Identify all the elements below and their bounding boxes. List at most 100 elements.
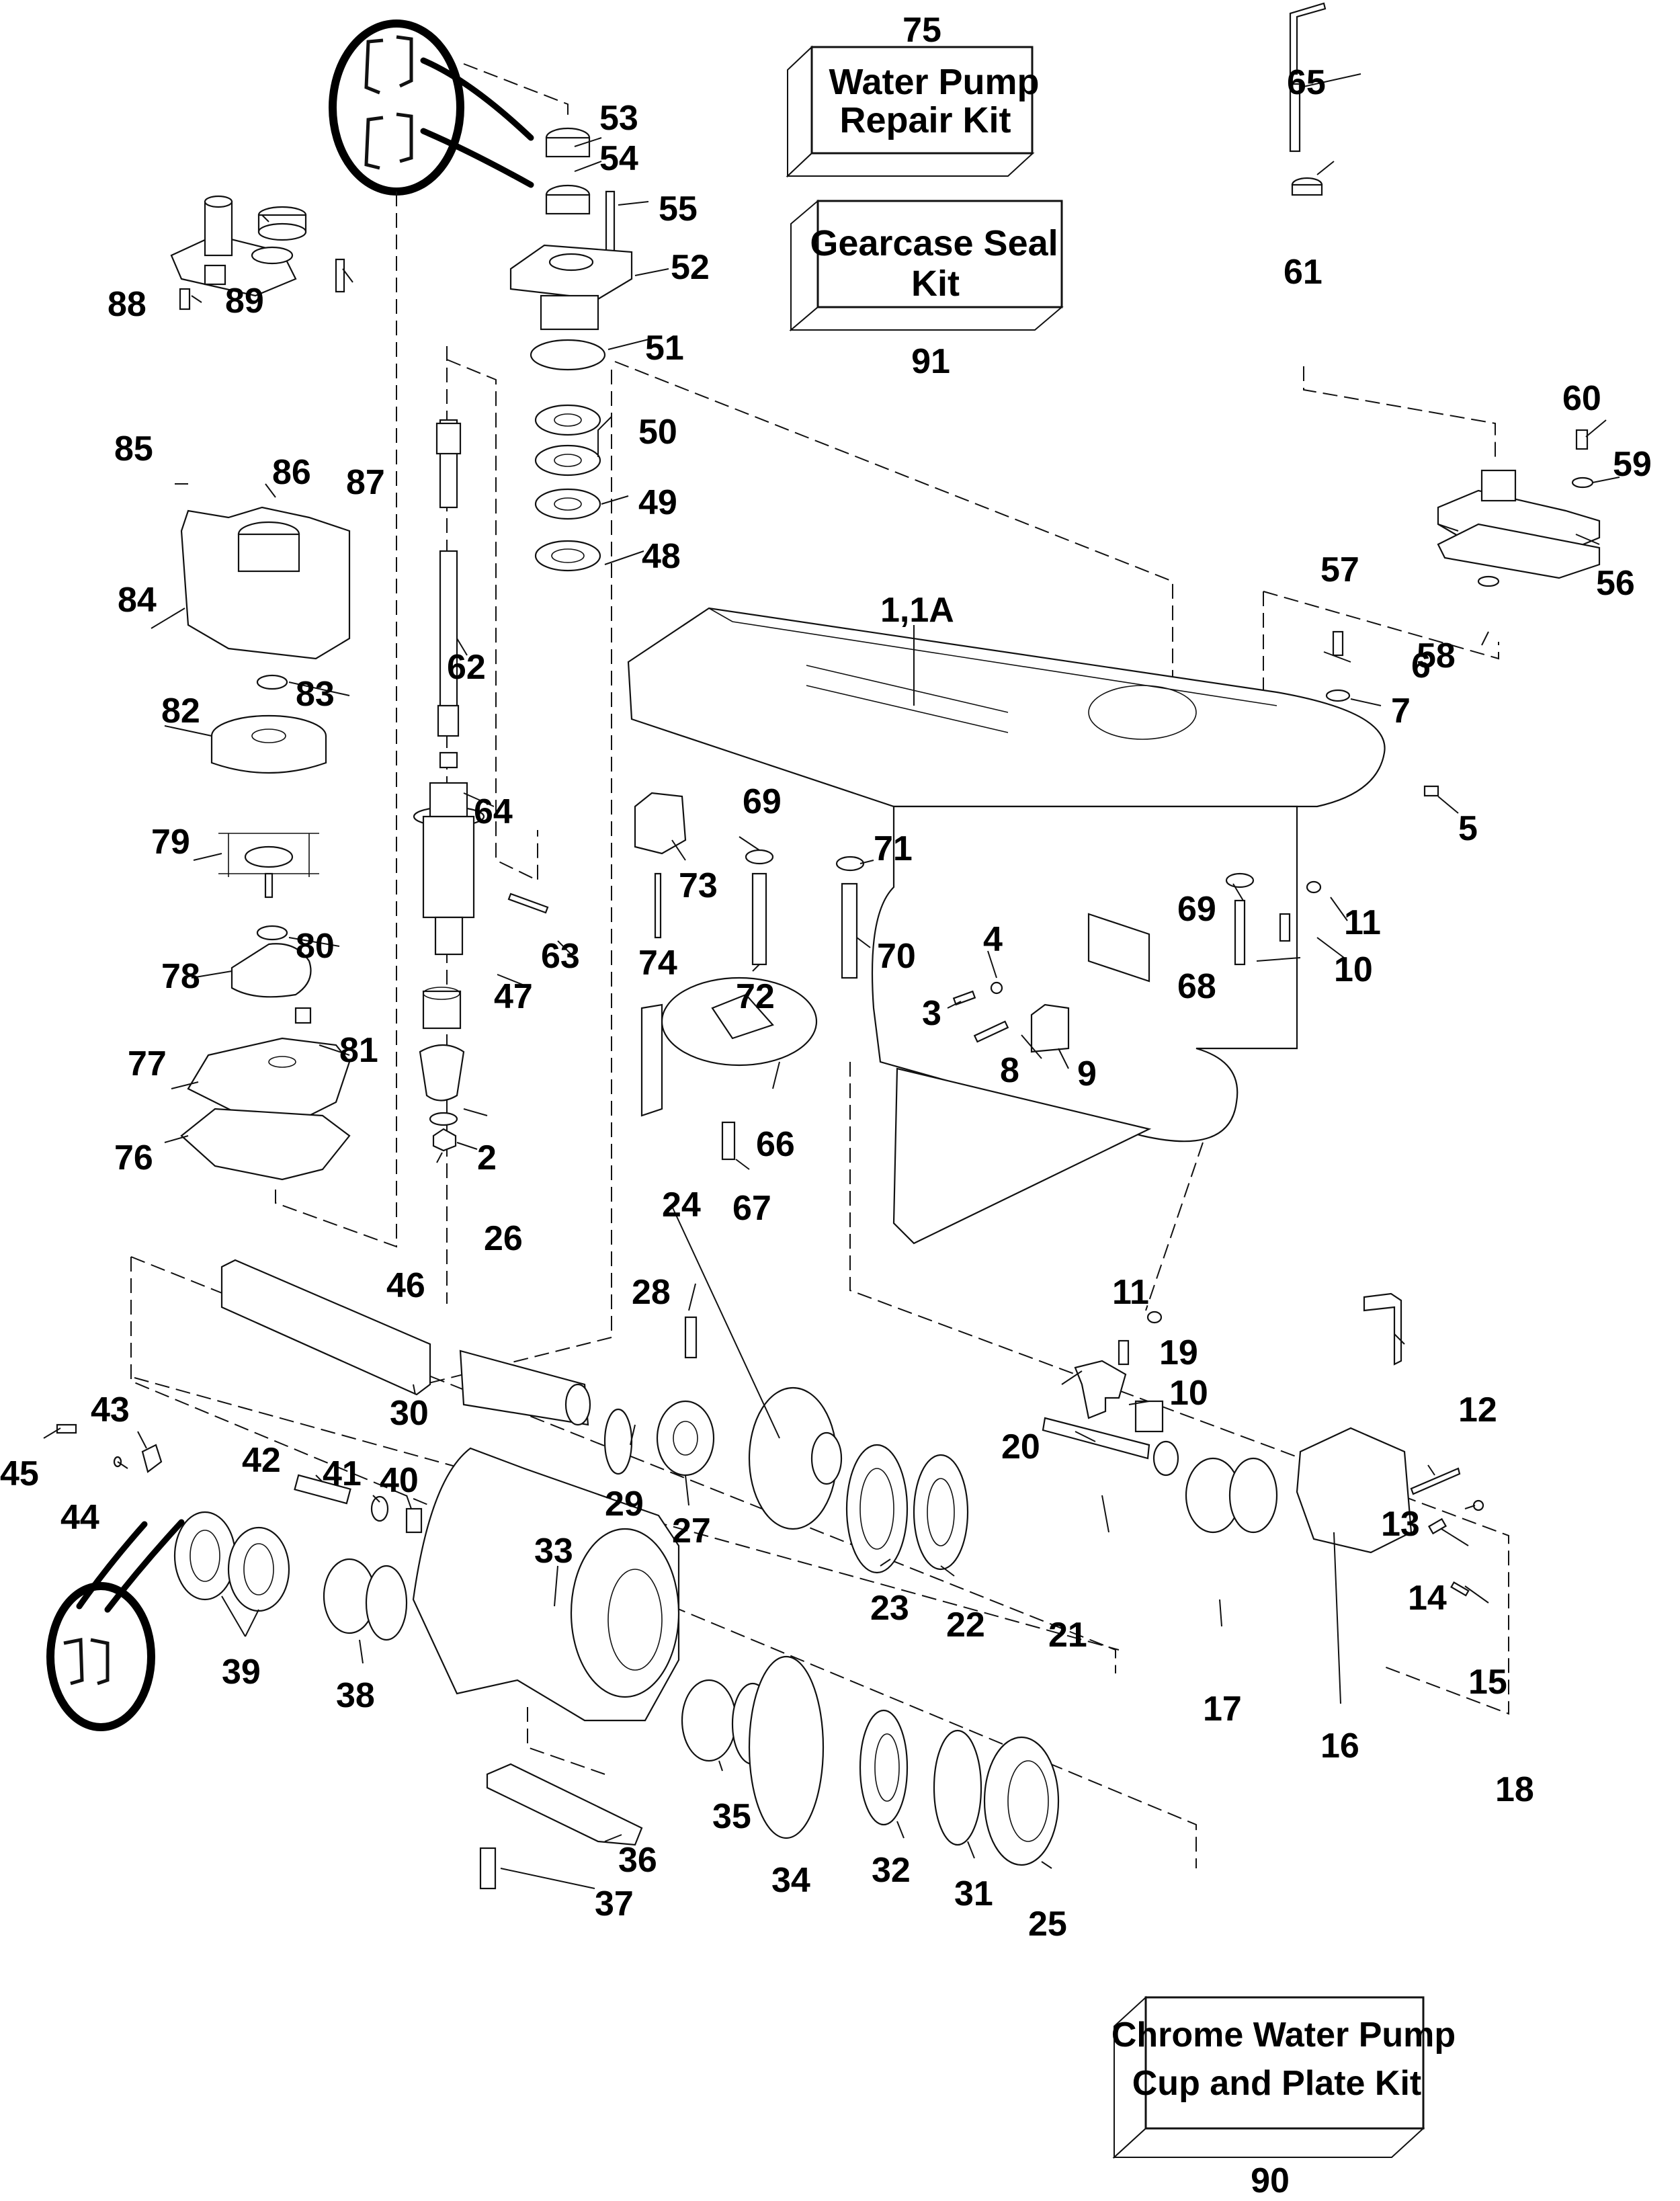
callout-8: 8 [1000,1051,1019,1090]
center-hardware [634,792,1322,1366]
kit-label-line1: Chrome Water Pump [1111,2016,1456,2054]
callout-25: 25 [1028,1905,1067,1944]
callout-86: 86 [272,453,311,492]
water-pump-parts [170,195,351,1181]
seal-detail-top [329,19,534,196]
callout-1-1a: 1,1A [880,591,954,630]
callout-69-left: 69 [743,782,782,821]
callout-9: 9 [1077,1054,1097,1093]
callout-45: 45 [0,1454,39,1493]
callout-35: 35 [712,1797,751,1836]
callout-5: 5 [1458,809,1478,848]
callout-43: 43 [91,1390,130,1429]
callout-10-upper: 10 [1334,950,1373,989]
callout-3: 3 [922,994,941,1033]
callout-59: 59 [1613,445,1652,484]
kit-number: 90 [1251,2161,1290,2200]
callout-38: 38 [336,1676,375,1715]
callout-41: 41 [323,1454,362,1493]
callout-11-upper: 11 [1344,903,1381,942]
callout-11-lower: 11 [1112,1273,1149,1312]
callout-54: 54 [599,139,638,178]
callout-46: 46 [386,1266,425,1305]
callout-23: 23 [870,1589,909,1628]
callout-73: 73 [679,866,718,905]
callout-labels: 1,1A 2 3 4 5 6 7 8 9 10 10 11 11 12 13 1… [0,63,1652,1944]
callout-62: 62 [447,648,486,687]
callout-74: 74 [638,944,677,983]
callout-77: 77 [128,1044,167,1083]
callout-66: 66 [756,1125,795,1164]
kit-label-line2: Kit [911,263,960,304]
callout-19: 19 [1159,1333,1198,1372]
kit-number: 91 [911,342,950,381]
callout-44: 44 [60,1498,99,1537]
callout-49: 49 [638,483,677,522]
callout-85: 85 [114,429,153,468]
callout-88: 88 [108,285,146,324]
kit-label-line2: Repair Kit [839,100,1011,140]
callout-58: 58 [1417,636,1456,675]
callout-80: 80 [296,927,335,966]
callout-2: 2 [477,1138,497,1177]
callout-13: 13 [1381,1505,1420,1544]
callout-89: 89 [225,282,264,321]
callout-51: 51 [645,329,684,368]
callout-79: 79 [151,823,190,862]
callout-37: 37 [595,1884,634,1923]
callout-7: 7 [1391,692,1411,731]
callout-31: 31 [954,1874,993,1913]
callout-78: 78 [161,957,200,996]
propshaft-parts [56,1259,1484,1890]
callout-15: 15 [1468,1663,1507,1702]
callout-18: 18 [1495,1770,1534,1809]
callout-67: 67 [732,1189,771,1228]
kit-label-line1: Water Pump [829,62,1039,102]
kit-box-water-pump-repair: 75 Water Pump Repair Kit [786,11,1040,178]
kit-label-line1: Gearcase Seal [810,223,1058,263]
kit-box-chrome-water-pump: Chrome Water Pump Cup and Plate Kit 90 [1111,1995,1456,2200]
callout-33: 33 [534,1532,573,1571]
callout-55: 55 [659,190,698,229]
callout-60: 60 [1562,379,1601,418]
kit-number: 75 [902,11,941,50]
callout-56: 56 [1596,564,1635,603]
callout-52: 52 [671,248,710,287]
callout-12: 12 [1458,1390,1497,1429]
leader-lines [43,73,1620,1889]
callout-42: 42 [242,1441,281,1480]
callout-17: 17 [1203,1690,1242,1729]
seal-detail-bottom [46,1519,185,1731]
callout-53: 53 [599,99,638,138]
callout-70: 70 [877,937,916,976]
callout-68: 68 [1177,967,1216,1006]
callout-10-lower: 10 [1169,1374,1208,1413]
callout-30: 30 [390,1394,429,1433]
callout-64: 64 [474,792,513,831]
kit-label-line2: Cup and Plate Kit [1132,2064,1421,2103]
callout-63: 63 [541,937,580,976]
driveshaft-parts [413,419,549,1152]
gearcase-housing [627,607,1439,1245]
callout-32: 32 [872,1851,911,1890]
callout-65: 65 [1287,63,1326,102]
callout-61: 61 [1284,253,1322,292]
callout-39: 39 [222,1653,261,1692]
callout-83: 83 [296,675,335,714]
callout-82: 82 [161,692,200,731]
callout-87: 87 [346,463,385,502]
callout-4: 4 [983,920,1003,959]
seal-housing-parts [509,127,633,572]
callout-16: 16 [1320,1727,1359,1766]
callout-71: 71 [874,829,913,868]
shift-rod-parts [1289,2,1601,587]
callout-14: 14 [1408,1579,1447,1618]
callout-29: 29 [605,1485,644,1524]
callout-34: 34 [771,1861,810,1900]
callout-28: 28 [632,1273,671,1312]
callout-50: 50 [638,413,677,452]
callout-24: 24 [662,1186,701,1224]
callout-69-right: 69 [1177,890,1216,929]
kit-box-gearcase-seal: Gearcase Seal Kit 91 [789,199,1064,381]
